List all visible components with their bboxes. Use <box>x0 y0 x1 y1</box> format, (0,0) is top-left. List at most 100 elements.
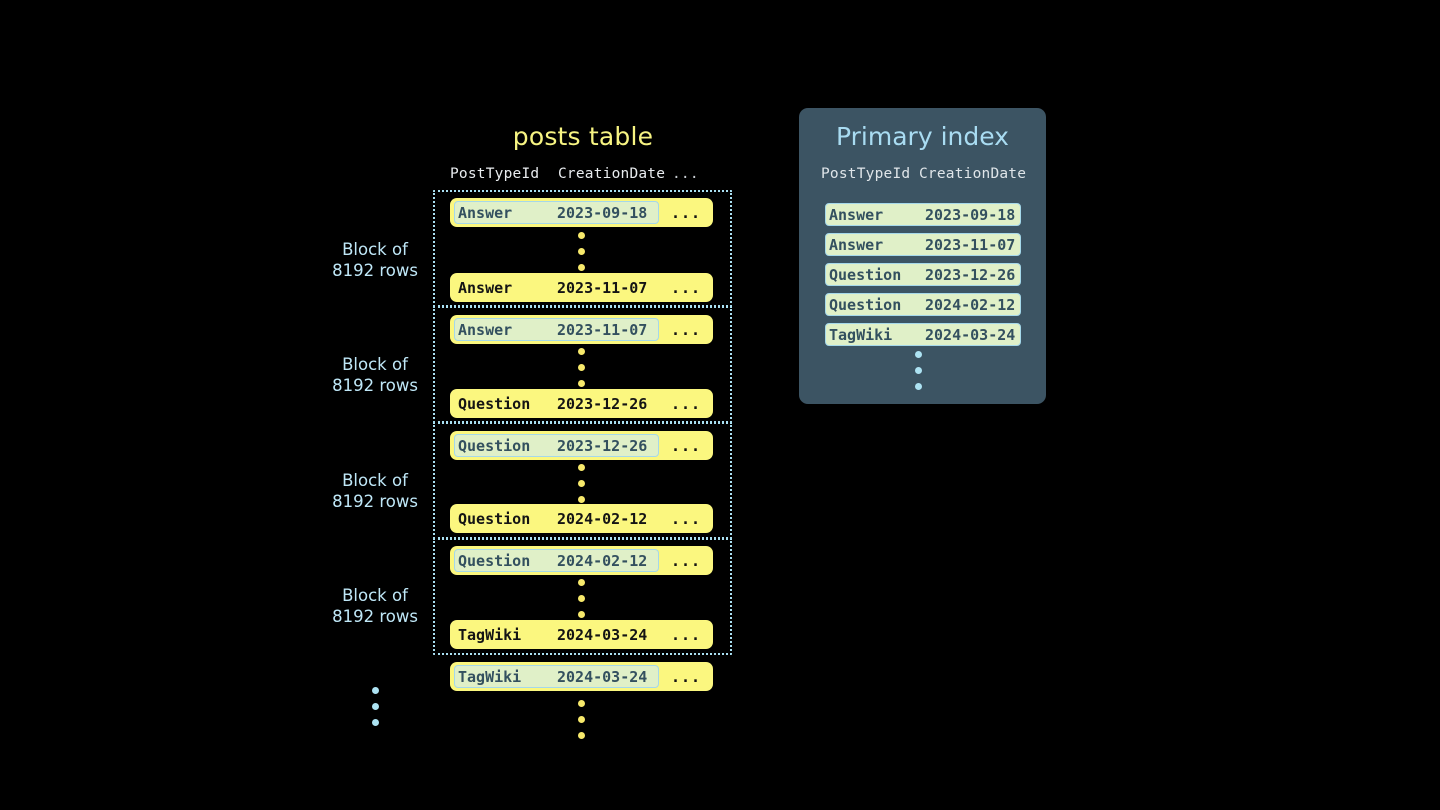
cell-posttypeid: Question <box>458 509 531 528</box>
index-cell-posttypeid: TagWiki <box>829 325 893 344</box>
block-3-label-line1: Block of <box>342 471 408 490</box>
dot <box>578 464 585 471</box>
dot <box>578 579 585 586</box>
block-2-label-line2: 8192 rows <box>332 376 418 395</box>
column-header-posttypeid: PostTypeId <box>450 166 540 182</box>
row-highlight-cells: Question 2024-02-12 <box>454 549 659 572</box>
cell-ellipsis: ... <box>670 667 702 686</box>
index-cell-creationdate: 2023-11-07 <box>925 235 1016 254</box>
row-ellipsis-dots <box>578 232 585 271</box>
cell-posttypeid: Answer <box>458 320 513 339</box>
table-row[interactable]: Question 2023-12-26 ... <box>450 389 713 418</box>
table-row-trailing[interactable]: TagWiki 2024-03-24 ... <box>450 662 713 691</box>
dot <box>915 383 922 390</box>
table-continuation-dots <box>578 700 585 739</box>
table-row[interactable]: Answer 2023-11-07 ... <box>450 273 713 302</box>
cell-posttypeid: Answer <box>458 203 513 222</box>
primary-index-column-headers: PostTypeId CreationDate <box>821 166 1026 182</box>
cell-posttypeid: Question <box>458 551 531 570</box>
block-1-label-line2: 8192 rows <box>332 261 418 280</box>
block-3-label: Block of 8192 rows <box>300 470 450 512</box>
row-ellipsis-dots <box>578 579 585 618</box>
block-3-label-line2: 8192 rows <box>332 492 418 511</box>
row-cells: TagWiki 2024-03-24 <box>454 623 659 646</box>
cell-ellipsis: ... <box>670 320 702 339</box>
dot <box>372 703 379 710</box>
dot <box>578 248 585 255</box>
index-cell-posttypeid: Question <box>829 295 902 314</box>
row-cells: Question 2024-02-12 <box>454 507 659 530</box>
column-header-creationdate: CreationDate <box>558 166 666 182</box>
dot <box>578 348 585 355</box>
index-cell-creationdate: 2024-02-12 <box>925 295 1016 314</box>
dot <box>915 367 922 374</box>
block-1-label-line1: Block of <box>342 240 408 259</box>
cell-creationdate: 2023-11-07 <box>557 320 648 339</box>
cell-creationdate: 2024-03-24 <box>557 667 648 686</box>
block-2-label-line1: Block of <box>342 355 408 374</box>
dot <box>578 480 585 487</box>
dot <box>372 719 379 726</box>
cell-ellipsis: ... <box>670 436 702 455</box>
cell-posttypeid: Question <box>458 436 531 455</box>
dot <box>578 264 585 271</box>
cell-creationdate: 2023-09-18 <box>557 203 648 222</box>
table-row[interactable]: Answer 2023-11-07 ... <box>450 315 713 344</box>
cell-ellipsis: ... <box>670 625 702 644</box>
block-2-label: Block of 8192 rows <box>300 354 450 396</box>
cell-creationdate: 2024-03-24 <box>557 625 648 644</box>
dot <box>372 687 379 694</box>
index-cell-creationdate: 2023-09-18 <box>925 205 1016 224</box>
primary-index-rows: Answer 2023-09-18 Answer 2023-11-07 Ques… <box>825 203 1021 353</box>
column-header-ellipsis: ... <box>672 166 699 182</box>
blocks-continuation-dots <box>372 687 379 726</box>
index-row[interactable]: Answer 2023-09-18 <box>825 203 1021 226</box>
index-row[interactable]: Answer 2023-11-07 <box>825 233 1021 256</box>
row-highlight-cells: Question 2023-12-26 <box>454 434 659 457</box>
posts-table-column-headers: PostTypeId CreationDate ... <box>450 166 713 182</box>
cell-creationdate: 2024-02-12 <box>557 551 648 570</box>
cell-posttypeid: Question <box>458 394 531 413</box>
table-row[interactable]: Answer 2023-09-18 ... <box>450 198 713 227</box>
cell-posttypeid: TagWiki <box>458 625 522 644</box>
index-row[interactable]: Question 2024-02-12 <box>825 293 1021 316</box>
row-ellipsis-dots <box>578 348 585 387</box>
row-ellipsis-dots <box>578 464 585 503</box>
cell-ellipsis: ... <box>670 278 702 297</box>
table-row[interactable]: Question 2024-02-12 ... <box>450 504 713 533</box>
index-cell-posttypeid: Answer <box>829 235 884 254</box>
index-cell-creationdate: 2023-12-26 <box>925 265 1016 284</box>
dot <box>915 351 922 358</box>
index-cell-posttypeid: Answer <box>829 205 884 224</box>
posts-table-title: posts table <box>512 122 654 151</box>
cell-ellipsis: ... <box>670 509 702 528</box>
row-cells: Answer 2023-11-07 <box>454 276 659 299</box>
row-highlight-cells: Answer 2023-09-18 <box>454 201 659 224</box>
cell-ellipsis: ... <box>670 203 702 222</box>
cell-posttypeid: Answer <box>458 278 513 297</box>
index-cell-creationdate: 2024-03-24 <box>925 325 1016 344</box>
table-row[interactable]: Question 2024-02-12 ... <box>450 546 713 575</box>
cell-creationdate: 2023-12-26 <box>557 394 648 413</box>
primary-index-title: Primary index <box>836 122 1009 151</box>
dot <box>578 380 585 387</box>
table-row[interactable]: TagWiki 2024-03-24 ... <box>450 620 713 649</box>
cell-ellipsis: ... <box>670 551 702 570</box>
dot <box>578 496 585 503</box>
dot <box>578 364 585 371</box>
cell-ellipsis: ... <box>670 394 702 413</box>
dot <box>578 716 585 723</box>
dot <box>578 232 585 239</box>
index-row[interactable]: TagWiki 2024-03-24 <box>825 323 1021 346</box>
table-row[interactable]: Question 2023-12-26 ... <box>450 431 713 460</box>
cell-posttypeid: TagWiki <box>458 667 522 686</box>
index-row[interactable]: Question 2023-12-26 <box>825 263 1021 286</box>
index-column-header-creationdate: CreationDate <box>919 166 1027 182</box>
cell-creationdate: 2024-02-12 <box>557 509 648 528</box>
row-highlight-cells: Answer 2023-11-07 <box>454 318 659 341</box>
cell-creationdate: 2023-11-07 <box>557 278 648 297</box>
cell-creationdate: 2023-12-26 <box>557 436 648 455</box>
dot <box>578 611 585 618</box>
block-4-label-line1: Block of <box>342 586 408 605</box>
